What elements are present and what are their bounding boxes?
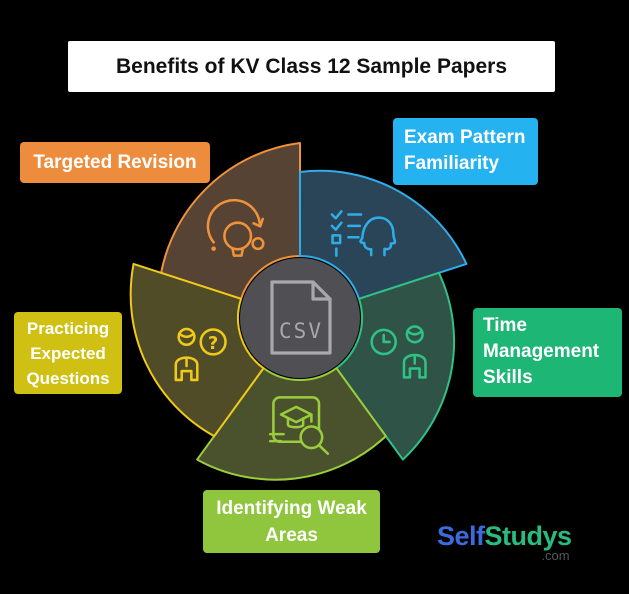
logo-part-self: Self: [437, 521, 485, 551]
file-type-text: CSV: [279, 319, 323, 343]
center-circle: [240, 258, 360, 378]
center-hub: CSV: [240, 258, 360, 378]
logo-part-studys: Studys: [484, 521, 573, 551]
segment-time-management-skills: [335, 271, 456, 461]
logo-wordmark: SelfStudys: [437, 521, 572, 552]
segment-blades: [129, 142, 468, 481]
label-identifying-weak-areas: Identifying Weak Areas: [203, 490, 380, 553]
label-practicing-expected-questions: Practicing Expected Questions: [14, 312, 122, 394]
csv-file-icon: CSV: [270, 280, 332, 355]
label-time-management-skills: Time Management Skills: [473, 308, 622, 397]
selfstudys-logo: SelfStudys .com: [437, 521, 572, 563]
label-targeted-revision: Targeted Revision: [20, 142, 210, 183]
label-exam-pattern-familiarity: Exam Pattern Familiarity: [393, 118, 538, 185]
logo-com-suffix: .com: [541, 548, 570, 563]
title-banner: Benefits of KV Class 12 Sample Papers: [68, 41, 555, 92]
file-outline: [270, 280, 332, 355]
segment-targeted-revision: [160, 142, 301, 300]
segment-practicing-expected-questions: [129, 262, 265, 438]
segment-exam-pattern-familiarity: [298, 169, 468, 300]
file-fold-corner: [311, 280, 332, 301]
